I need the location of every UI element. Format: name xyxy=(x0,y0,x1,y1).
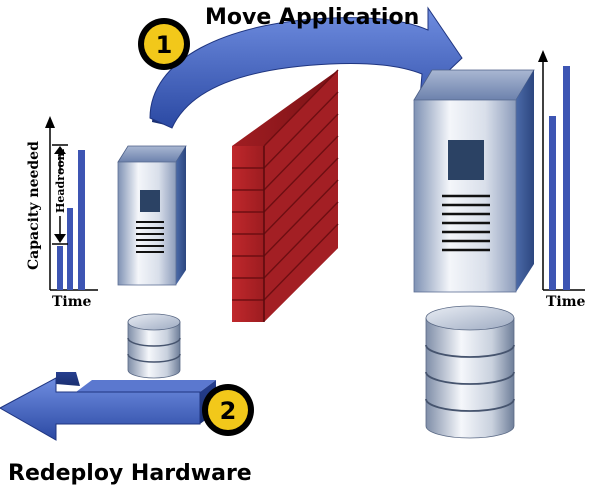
large-server-screen xyxy=(448,140,484,180)
firewall-wall xyxy=(232,69,339,322)
redeploy-hardware-arrow xyxy=(0,372,216,441)
small-server xyxy=(117,145,187,286)
move-application-arrow xyxy=(149,6,463,129)
time-label-left: Time xyxy=(52,294,92,310)
redeploy-hardware-label: Redeploy Hardware xyxy=(8,461,252,486)
large-server xyxy=(413,69,535,293)
capacity-bar-2 xyxy=(67,208,73,290)
step-2-number: 2 xyxy=(220,397,237,425)
y-axis-arrow-icon xyxy=(538,50,548,62)
move-application-label: Move Application xyxy=(205,5,419,30)
capacity-bar-1 xyxy=(57,246,63,290)
headroom-label: Headroom xyxy=(54,148,67,213)
time-label-right: Time xyxy=(546,294,586,310)
capacity-needed-label: Capacity needed xyxy=(26,141,42,270)
y-axis-arrow-icon xyxy=(45,116,55,128)
headroom-up-arrow-icon xyxy=(54,146,66,154)
capacity-bar-3 xyxy=(78,150,85,290)
small-database xyxy=(127,313,181,379)
capacity-chart-left: Headroom Capacity needed Time xyxy=(26,116,98,310)
step-2-badge: 2 xyxy=(202,384,254,436)
small-server-screen xyxy=(140,190,160,212)
headroom-down-arrow-icon xyxy=(54,234,66,243)
capacity-bar-right-1 xyxy=(549,116,556,290)
large-database xyxy=(425,305,515,439)
step-1-number: 1 xyxy=(156,31,173,59)
capacity-chart-right: Time xyxy=(538,50,586,310)
capacity-bar-right-2 xyxy=(563,66,570,290)
step-1-badge: 1 xyxy=(138,18,190,70)
